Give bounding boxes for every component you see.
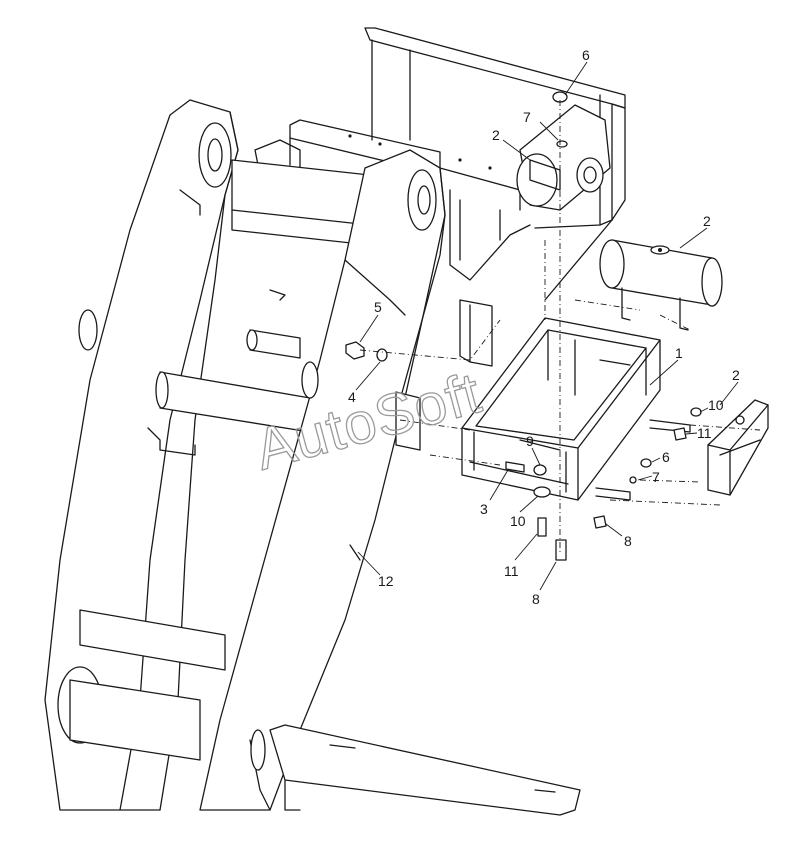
hardware [345, 91, 702, 561]
callout-12: 12 [378, 573, 394, 589]
callout-9: 9 [526, 433, 534, 449]
callout-2: 2 [492, 127, 500, 143]
callout-10: 10 [708, 397, 724, 413]
loader-arm [44, 99, 581, 816]
callout-1: 1 [675, 345, 683, 361]
callout-10: 10 [510, 513, 526, 529]
callout-5: 5 [374, 299, 382, 315]
rear-frame [254, 27, 626, 301]
callout-6: 6 [662, 449, 670, 465]
callout-7: 7 [523, 109, 531, 125]
callout-8: 8 [532, 591, 540, 607]
air-tank-right [599, 239, 723, 331]
tank-bracket-right [707, 399, 769, 496]
callout-6: 6 [582, 47, 590, 63]
leader-lines [355, 61, 739, 591]
assembly-centre-lines [359, 100, 761, 555]
callout-11: 11 [504, 563, 519, 579]
callout-7: 7 [652, 469, 660, 485]
callout-8: 8 [624, 533, 632, 549]
tank-support-frame [395, 299, 691, 501]
callout-2: 2 [732, 367, 740, 383]
callout-11: 11 [697, 425, 712, 441]
callout-4: 4 [348, 389, 356, 405]
callouts: 6 7 2 2 1 2 5 4 10 11 9 6 7 3 10 8 11 12… [348, 47, 740, 607]
callout-2: 2 [703, 213, 711, 229]
air-tank-upper [516, 104, 611, 211]
callout-3: 3 [480, 501, 488, 517]
